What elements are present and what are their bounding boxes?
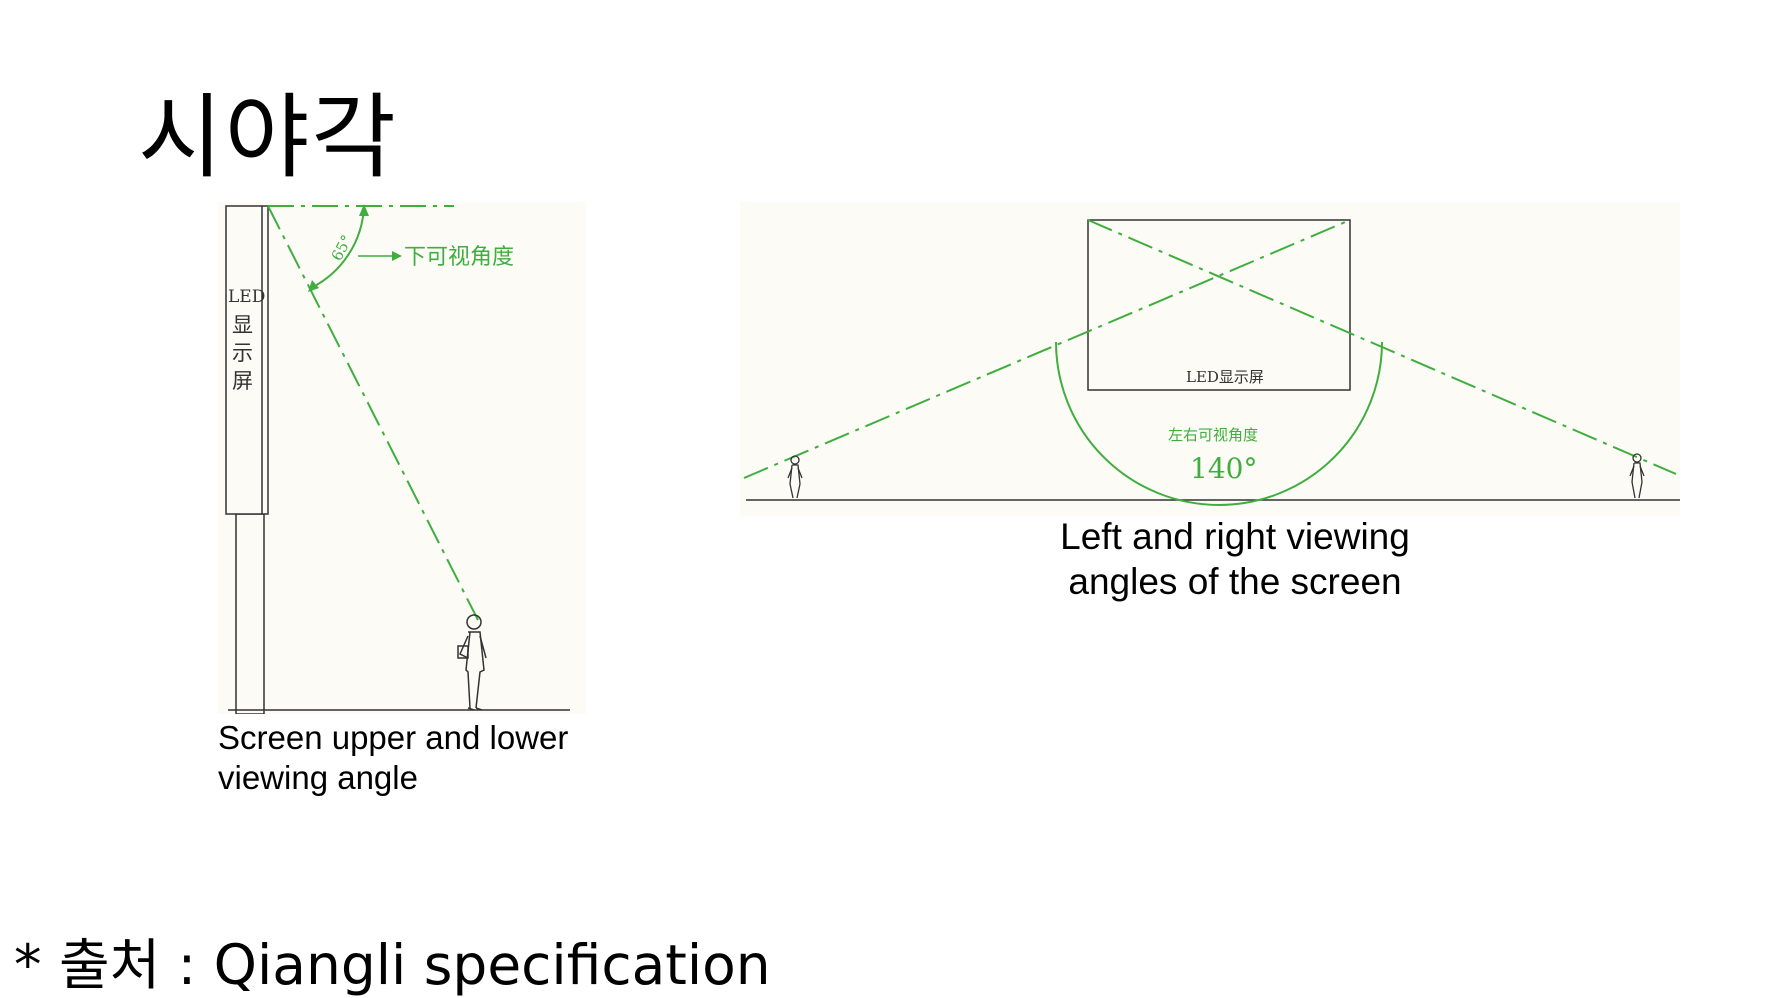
right-viewer-figure-icon: [1629, 453, 1645, 499]
horizontal-angle-label: 左右可视角度: [1168, 426, 1258, 444]
page-title: 시야각: [138, 84, 398, 191]
horizontal-angle-diagram: LED显示屏 左右可视角度 140°: [740, 202, 1680, 516]
left-viewer-figure-icon: [787, 455, 803, 499]
led-screen-label-line-4: 屏: [232, 369, 253, 393]
horizontal-angle-caption: Left and right viewing angles of the scr…: [1000, 514, 1470, 604]
vertical-angle-svg: 65° 下可视角度 LED 显 示 屏: [225, 204, 570, 714]
source-citation: * 출처 : Qiangli specification: [14, 933, 771, 997]
led-screen-cabinet: [225, 205, 269, 515]
led-screen-label-line-1: LED: [228, 287, 265, 307]
led-screen-box: [1087, 219, 1351, 391]
arc-arrowhead-top: [359, 204, 369, 216]
horizontal-angle-arc: [1055, 341, 1383, 506]
vertical-caption-line-2: viewing angle: [218, 759, 418, 796]
vertical-angle-caption: Screen upper and lower viewing angle: [218, 718, 638, 798]
horizontal-caption-line-2: angles of the screen: [1068, 561, 1402, 602]
downward-sight-line: [267, 205, 479, 621]
horizontal-caption-line-1: Left and right viewing: [1060, 516, 1410, 557]
led-screen-label-line-2: 显: [232, 313, 253, 337]
led-screen-label: LED显示屏: [1186, 368, 1264, 386]
vertical-angle-diagram: 65° 下可视角度 LED 显 示 屏: [218, 202, 586, 714]
viewer-figure-icon: [457, 614, 487, 711]
label-pointer-arrowhead: [392, 251, 402, 261]
vertical-angle-value: 65°: [328, 232, 356, 264]
downward-angle-arc: [310, 205, 365, 289]
screen-pedestal: [235, 513, 265, 714]
vertical-caption-line-1: Screen upper and lower: [218, 719, 569, 756]
horizontal-angle-svg: LED显示屏 左右可视角度 140°: [743, 219, 1680, 506]
left-sight-line: [743, 219, 1351, 479]
horizontal-angle-value: 140°: [1190, 452, 1257, 485]
led-screen-label-line-3: 示: [232, 341, 253, 365]
arc-arrowhead-bottom: [308, 280, 319, 292]
vertical-angle-label: 下可视角度: [404, 245, 514, 270]
